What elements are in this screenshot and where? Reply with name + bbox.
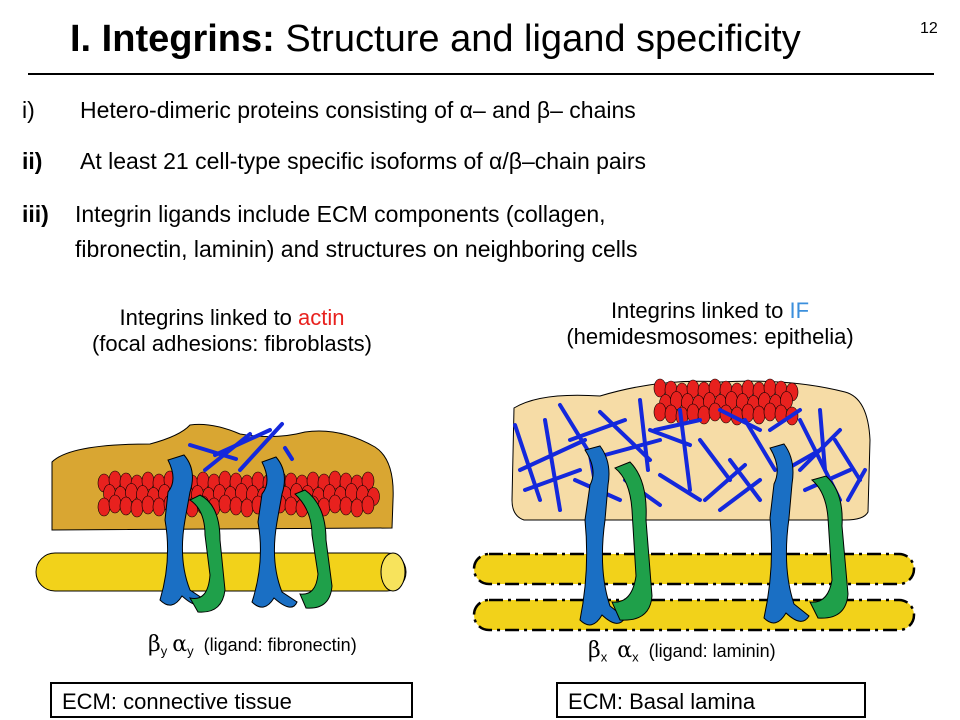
actin-bead bbox=[664, 404, 678, 424]
keratin-filament bbox=[846, 468, 867, 502]
actin-bead bbox=[328, 494, 342, 514]
keratin-filament bbox=[743, 418, 777, 472]
ecm-label-left: ECM: connective tissue bbox=[50, 682, 413, 718]
ligand-label-left: βy αy (ligand: fibronectin) bbox=[148, 632, 357, 659]
slide-number: 12 bbox=[920, 20, 938, 37]
actin-bead bbox=[653, 402, 667, 422]
actin-bundle-right bbox=[653, 378, 799, 426]
right-panel-caption: Integrins linked to IF (hemidesmosomes: … bbox=[566, 298, 854, 349]
integrin-pair-right-1 bbox=[579, 445, 653, 626]
slide-title: I. Integrins: Structure and ligand speci… bbox=[70, 18, 801, 60]
actin-bead bbox=[130, 498, 144, 518]
bullet-3-continuation: fibronectin, laminin) and structures on … bbox=[75, 236, 638, 262]
keratin-filament bbox=[543, 418, 562, 512]
keratin-filament bbox=[678, 408, 692, 492]
actin-bead bbox=[229, 496, 243, 516]
if-highlight: IF bbox=[789, 298, 810, 323]
keratin-filament bbox=[818, 408, 827, 472]
keratin-filament bbox=[833, 438, 862, 482]
actin-bead bbox=[97, 497, 111, 517]
keratin-filament bbox=[523, 468, 582, 492]
actin-bead bbox=[141, 495, 155, 515]
actin-bead bbox=[350, 498, 364, 518]
integrin-pair-left-1 bbox=[159, 454, 226, 613]
actin-bead bbox=[752, 405, 766, 425]
keratin-filament bbox=[658, 473, 702, 502]
actin-bead bbox=[240, 498, 254, 518]
title-underline bbox=[28, 73, 934, 75]
actin-highlight: actin bbox=[298, 305, 345, 330]
ecm-label-right: ECM: Basal lamina bbox=[556, 682, 866, 718]
keratin-filament bbox=[598, 410, 652, 462]
actin-bead bbox=[708, 402, 722, 422]
keratin-filament bbox=[648, 428, 692, 447]
actin-bead bbox=[119, 496, 133, 516]
actin-bead bbox=[653, 378, 667, 398]
integrin-pair-right-2 bbox=[763, 443, 849, 624]
actin-bead bbox=[339, 496, 353, 516]
keratin-filament bbox=[718, 408, 762, 432]
keratin-filament bbox=[768, 408, 802, 432]
actin-filaments-left bbox=[188, 422, 294, 472]
keratin-filament bbox=[718, 478, 762, 512]
keratin-filament bbox=[603, 438, 662, 457]
actin-bead bbox=[284, 496, 298, 516]
keratin-filament bbox=[638, 398, 650, 472]
keratin-filament bbox=[728, 458, 762, 502]
left-panel-caption: Integrins linked to actin (focal adhesio… bbox=[91, 305, 373, 356]
actin-bead bbox=[218, 494, 232, 514]
integrin-pair-left-2 bbox=[251, 456, 333, 609]
bullet-3: iii)Integrin ligands include ECM compone… bbox=[22, 201, 606, 227]
actin-bead bbox=[152, 497, 166, 517]
keratin-filament bbox=[568, 418, 627, 442]
keratin-filament bbox=[653, 418, 702, 432]
actin-bead bbox=[361, 495, 375, 515]
actin-bead bbox=[763, 402, 777, 422]
keratin-filament bbox=[798, 428, 842, 472]
keratin-filament bbox=[698, 438, 732, 482]
actin-bead bbox=[108, 494, 122, 514]
bullet-1: i)Hetero-dimeric proteins consisting of … bbox=[22, 97, 636, 123]
actin-bundle-left bbox=[97, 470, 380, 518]
ligand-label-right: βx αx (ligand: laminin) bbox=[588, 638, 776, 665]
bullet-2: ii)At least 21 cell-type specific isofor… bbox=[22, 148, 646, 174]
